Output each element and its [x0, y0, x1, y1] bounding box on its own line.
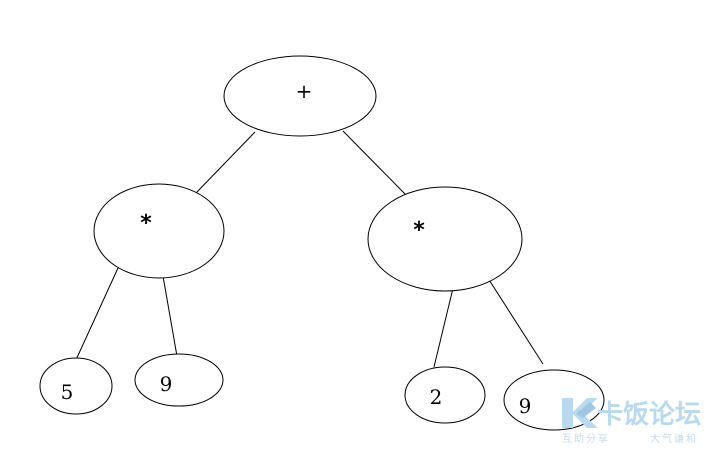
node-left-operator: *	[93, 183, 225, 279]
watermark-slogan-left: 互助分享	[562, 432, 610, 445]
leaf-node-label: 9	[160, 372, 173, 396]
leaf-node-label: 9	[519, 394, 532, 418]
edge-rightop-leaf-2	[433, 283, 455, 368]
leaf-node: 5	[39, 357, 113, 415]
edge-root-left	[195, 131, 256, 194]
edge-leftop-leaf-9	[162, 275, 179, 363]
node-root-label: +	[296, 79, 313, 103]
node-left-operator-label: *	[140, 211, 152, 236]
node-right-operator-label: *	[413, 218, 425, 243]
edge-rightop-leaf-9	[483, 271, 544, 365]
watermark-logo-icon	[562, 398, 598, 428]
node-right-operator: *	[367, 186, 523, 292]
leaf-node-label: 5	[61, 380, 74, 404]
leaf-node: 2	[404, 366, 486, 424]
watermark-slogan-right: 大气谦和	[650, 432, 698, 445]
edge-root-right	[342, 130, 408, 197]
edge-leftop-leaf-5	[74, 267, 119, 363]
node-root: +	[223, 55, 377, 137]
leaf-node: 9	[134, 353, 224, 407]
site-watermark: 卡饭论坛 互助分享 大气谦和	[562, 398, 701, 445]
watermark-brand-text: 卡饭论坛	[597, 400, 701, 430]
leaf-node-label: 2	[430, 385, 443, 409]
